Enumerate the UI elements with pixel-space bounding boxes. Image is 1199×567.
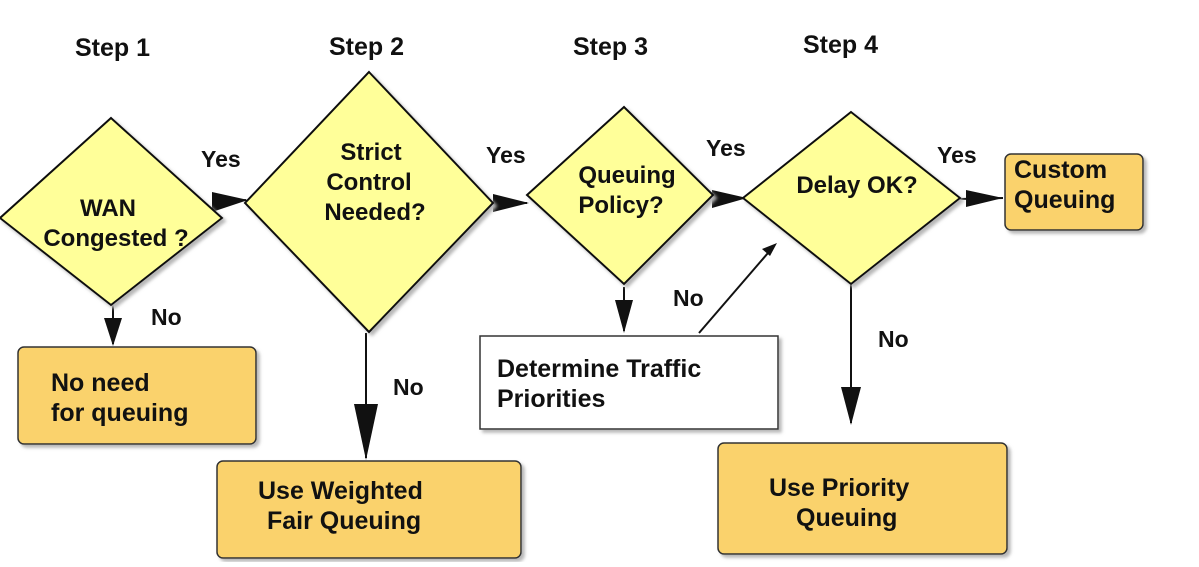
arrow-determine-to-delay bbox=[698, 245, 775, 334]
wan-congested-line-2: Congested ? bbox=[43, 225, 188, 252]
determine-line-1: Determine Traffic bbox=[497, 355, 701, 383]
step-4-header: Step 4 bbox=[803, 31, 878, 59]
step-2-header: Step 2 bbox=[329, 33, 404, 61]
arrowhead-determine-to-delay bbox=[762, 243, 777, 256]
custom-line-2: Queuing bbox=[1014, 186, 1115, 214]
label-yes-delay: Yes bbox=[937, 142, 977, 168]
determine-line-2: Priorities bbox=[497, 385, 605, 413]
label-no-policy: No bbox=[673, 285, 704, 311]
label-no-delay: No bbox=[878, 326, 909, 352]
delay-ok-line-1: Delay OK? bbox=[796, 172, 917, 199]
arrowhead-wan-to-strict bbox=[212, 192, 248, 212]
arrowhead-strict-to-policy bbox=[493, 194, 529, 212]
wan-congested-line-1: WAN bbox=[80, 195, 136, 222]
no-need-line-1: No need bbox=[51, 369, 150, 397]
queuing-policy-line-2: Policy? bbox=[578, 192, 663, 219]
strict-control-line-3: Needed? bbox=[324, 199, 425, 226]
label-no-wan: No bbox=[151, 304, 182, 330]
arrowhead-strict-to-wfq bbox=[354, 404, 378, 460]
label-no-strict: No bbox=[393, 374, 424, 400]
decision-wan-congested: WAN Congested ? bbox=[0, 116, 224, 307]
step-3-header: Step 3 bbox=[573, 33, 648, 61]
strict-control-line-1: Strict bbox=[340, 139, 401, 166]
step-1-header: Step 1 bbox=[75, 34, 150, 62]
priority-line-1: Use Priority bbox=[769, 474, 909, 502]
no-need-line-2: for queuing bbox=[51, 399, 188, 427]
label-yes-policy: Yes bbox=[706, 135, 746, 161]
svg-text:Delay OK?: Delay OK? bbox=[796, 172, 917, 199]
arrowhead-delay-to-custom bbox=[966, 190, 1003, 207]
custom-line-1: Custom bbox=[1014, 156, 1107, 184]
arrowhead-delay-to-priority bbox=[841, 387, 861, 425]
priority-line-2: Queuing bbox=[796, 504, 897, 532]
strict-control-line-2: Control bbox=[326, 169, 411, 196]
wfq-line-2: Fair Queuing bbox=[267, 507, 421, 535]
label-yes-wan: Yes bbox=[201, 146, 241, 172]
decision-delay-ok: Delay OK? bbox=[741, 110, 962, 286]
arrowhead-wan-to-noneed bbox=[104, 318, 122, 346]
arrowhead-policy-to-determine bbox=[615, 300, 633, 333]
arrowhead-policy-to-delay bbox=[712, 190, 747, 208]
label-yes-strict: Yes bbox=[486, 142, 526, 168]
queuing-policy-line-1: Queuing bbox=[578, 162, 675, 189]
connectors bbox=[104, 190, 1004, 460]
wfq-line-1: Use Weighted bbox=[258, 477, 423, 505]
